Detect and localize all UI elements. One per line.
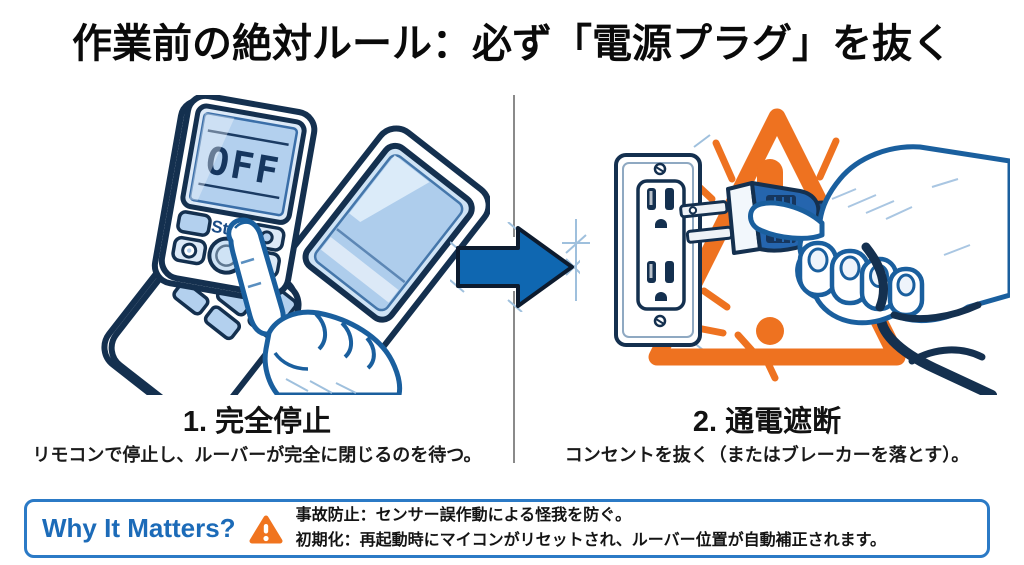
- footer-text: 事故防止：センサー誤作動による怪我を防ぐ。 初期化：再起動時にマイコンがリセット…: [296, 504, 886, 554]
- step-2-description: コンセントを抜く（またはブレーカーを落とす）。: [564, 445, 970, 465]
- gripping-hand: [748, 144, 1010, 326]
- warning-triangle-icon: [249, 515, 283, 543]
- wall-outlet: [614, 153, 702, 347]
- why-it-matters-box: Why It Matters? 事故防止：センサー誤作動による怪我を防ぐ。 初期…: [24, 499, 990, 558]
- step-2-heading: 2. 通電遮断: [692, 406, 842, 438]
- vertical-divider-top: [513, 95, 515, 237]
- unplug-illustration: [562, 108, 1010, 395]
- pressing-hand: [226, 217, 403, 395]
- vertical-divider-bottom: [513, 291, 515, 463]
- step-1-description: リモコンで停止し、ルーバーが完全に閉じるのを待つ。: [32, 445, 482, 465]
- remote-control-illustration: OFF Stop: [101, 95, 490, 395]
- lcd-display: OFF: [180, 103, 307, 225]
- footer-line-1: 事故防止：センサー誤作動による怪我を防ぐ。: [295, 506, 632, 524]
- why-it-matters-label: Why It Matters?: [42, 513, 236, 543]
- receptacle-top: [647, 188, 674, 228]
- remote-panel: OFF Stop: [151, 95, 318, 303]
- step-1-heading: 1. 完全停止: [182, 406, 332, 438]
- cord-over-hand: [861, 242, 888, 312]
- footer-line-2: 初期化：再起動時にマイコンがリセットされ、ルーバー位置が自動補正されます。: [295, 531, 886, 549]
- page-title: 作業前の絶対ルール：必ず「電源プラグ」を抜く: [72, 22, 952, 66]
- right-arrow-icon: [450, 222, 580, 312]
- receptacle-bottom: [647, 261, 674, 301]
